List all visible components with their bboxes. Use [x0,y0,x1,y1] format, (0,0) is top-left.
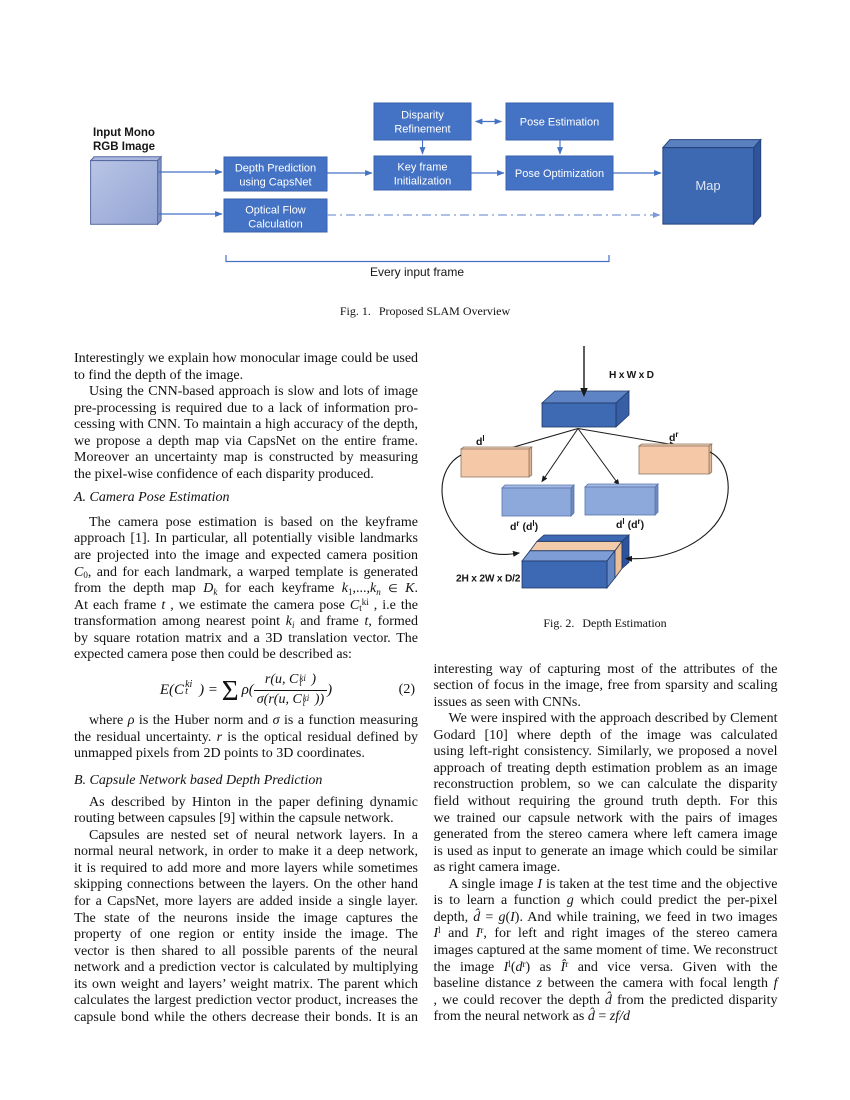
svg-text:Initialization: Initialization [394,176,451,188]
svg-text:Input Mono: Input Mono [93,127,155,139]
svg-text:Refinement: Refinement [394,124,450,136]
svg-text:Depth Prediction: Depth Prediction [235,163,316,175]
svg-text:dr (dl): dr (dl) [510,519,538,533]
svg-text:RGB Image: RGB Image [93,141,155,153]
svg-text:Every input frame: Every input frame [370,265,464,279]
svg-text:Disparity: Disparity [401,110,444,122]
svg-text:Pose Optimization: Pose Optimization [515,168,604,180]
svg-text:dl: dl [476,434,485,448]
svg-text:Pose Estimation: Pose Estimation [520,117,599,129]
svg-text:H x W x D: H x W x D [609,370,654,381]
svg-text:using CapsNet: using CapsNet [239,177,311,189]
svg-text:Key frame: Key frame [397,162,447,174]
svg-text:dr: dr [669,430,679,444]
svg-text:Optical Flow: Optical Flow [245,205,306,217]
svg-text:Map: Map [695,178,720,193]
svg-text:dl (dr): dl (dr) [616,517,644,531]
svg-text:Calculation: Calculation [248,219,302,231]
svg-text:2H x 2W x D/2: 2H x 2W x D/2 [456,574,521,585]
